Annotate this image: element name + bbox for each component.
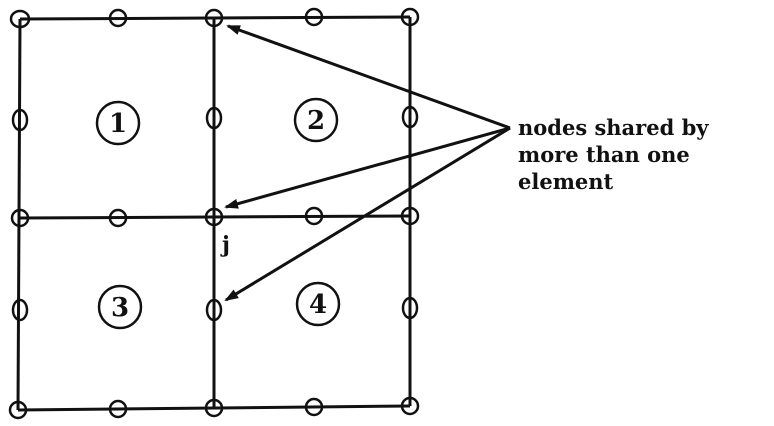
arrow-to-center-node [224, 126, 511, 209]
node [304, 397, 324, 417]
node [304, 206, 324, 226]
mesh-grid [16, 15, 412, 412]
arrow-to-top-node [226, 24, 511, 130]
node [400, 7, 420, 27]
element-4: 4 [295, 281, 341, 327]
element-4-circle [295, 281, 341, 327]
callout-line-2: more than one [518, 142, 690, 167]
node [9, 9, 31, 29]
element-3: 3 [97, 284, 143, 330]
node [204, 398, 224, 418]
grid-line-left [16, 18, 22, 411]
node [108, 8, 128, 28]
node [401, 105, 419, 129]
node [400, 396, 420, 416]
node [204, 8, 224, 28]
mesh-nodes [8, 7, 420, 420]
callout-line-3: element [518, 169, 614, 194]
element-1-label: 1 [109, 109, 127, 139]
callout-text: nodes shared by more than one element [518, 115, 709, 194]
node [11, 298, 29, 322]
arrow-to-lower-node [224, 126, 511, 302]
node [205, 106, 223, 130]
node [400, 206, 420, 226]
node [401, 296, 419, 320]
node [108, 399, 128, 419]
element-3-circle [97, 284, 143, 330]
callout-arrows [224, 24, 511, 302]
node [11, 108, 29, 132]
node-j [204, 207, 224, 227]
element-1-circle [95, 100, 141, 146]
node-j-label: j [220, 232, 230, 258]
node [205, 298, 223, 322]
callout-line-1: nodes shared by [518, 115, 709, 140]
element-2: 2 [293, 97, 339, 143]
element-4-label: 4 [309, 290, 327, 320]
element-2-label: 2 [307, 106, 325, 136]
element-1: 1 [95, 100, 141, 146]
node [8, 400, 28, 420]
element-3-label: 3 [111, 293, 129, 323]
node [304, 7, 324, 27]
node [10, 208, 30, 228]
element-2-circle [293, 97, 339, 143]
node [108, 208, 128, 228]
